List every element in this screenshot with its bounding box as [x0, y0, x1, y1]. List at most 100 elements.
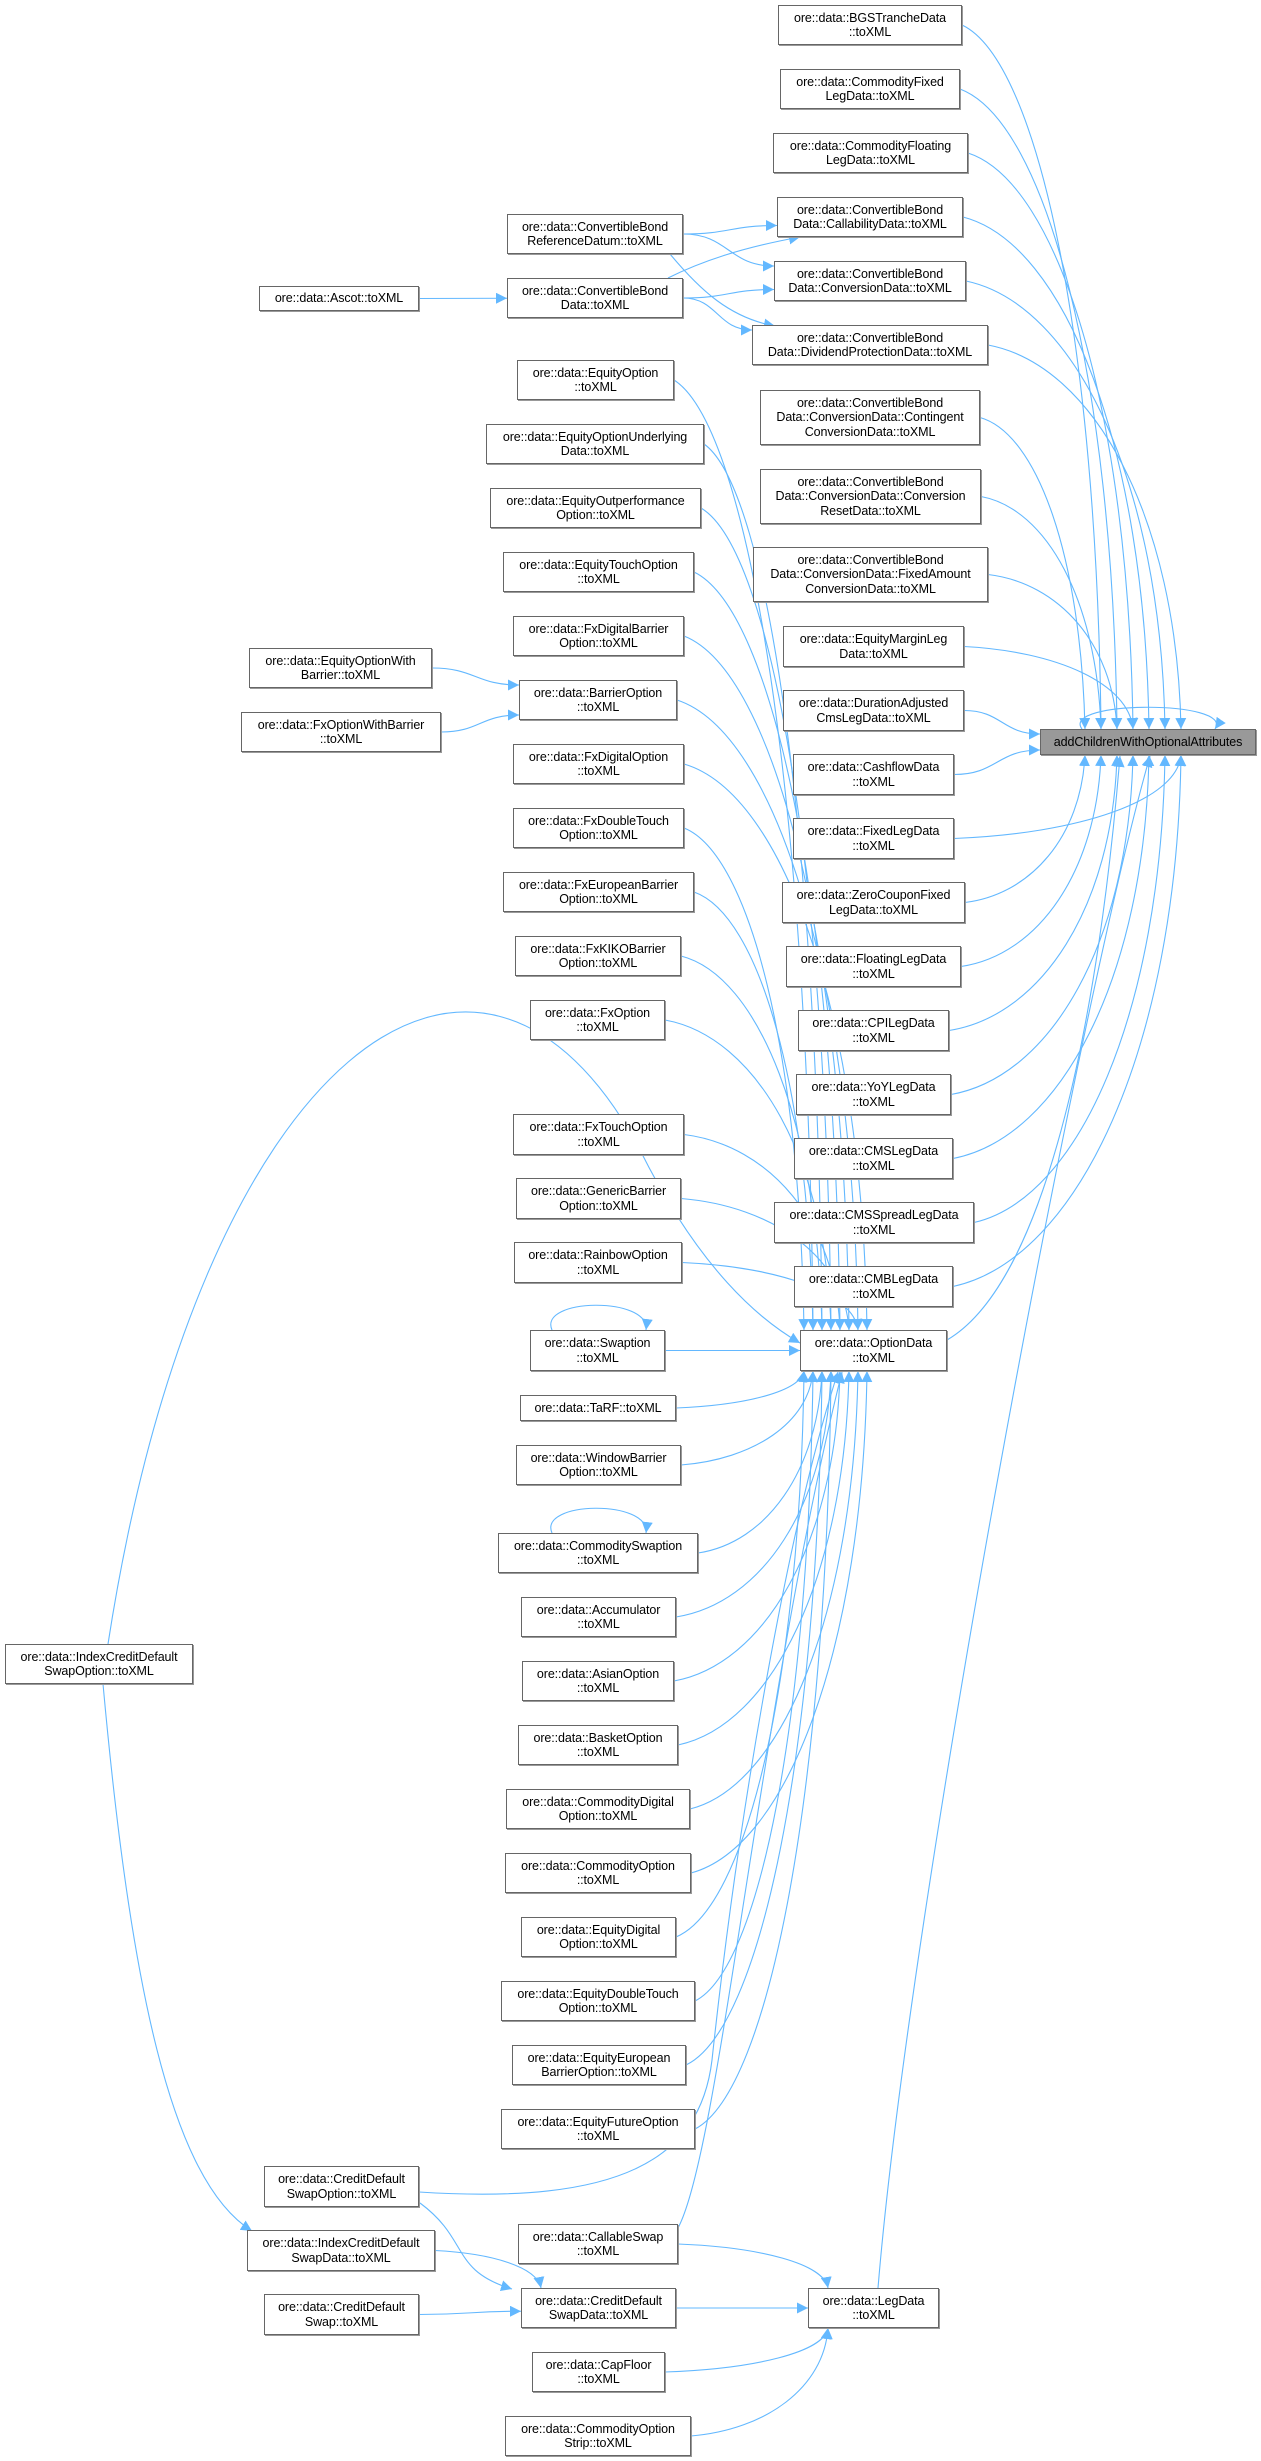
- caller-node-fxoptwb[interactable]: ore::data::FxOptionWithBarrier::toXML: [241, 712, 441, 752]
- call-edge-fixedleg-to-target: [953, 754, 1186, 840]
- node-label-line: addChildrenWithOptionalAttributes: [1053, 734, 1243, 749]
- node-label-line: ::toXML: [848, 25, 892, 39]
- caller-node-cswaption[interactable]: ore::data::CommoditySwaption::toXML: [498, 1533, 698, 1573]
- caller-node-coption[interactable]: ore::data::CommodityOption::toXML: [505, 1853, 691, 1893]
- call-edge-cswaption-to-optiondata: [697, 1370, 828, 1554]
- node-label-line: ore::data::CreditDefault: [278, 2300, 405, 2314]
- call-edge-icdsdata-to-cdsdata: [434, 2249, 545, 2289]
- caller-node-cmsspread[interactable]: ore::data::CMSSpreadLegData::toXML: [774, 1202, 974, 1243]
- caller-node-fixedleg[interactable]: ore::data::FixedLegData::toXML: [793, 818, 954, 859]
- caller-node-swaption[interactable]: ore::data::Swaption::toXML: [530, 1330, 665, 1371]
- caller-node-basket[interactable]: ore::data::BasketOption::toXML: [518, 1725, 678, 1765]
- node-label-line: ResetData::toXML: [820, 503, 921, 518]
- node-label-line: LegData::toXML: [825, 89, 915, 103]
- caller-node-eqtouch[interactable]: ore::data::EquityTouchOption::toXML: [503, 552, 694, 592]
- caller-node-callable[interactable]: ore::data::CallableSwap::toXML: [518, 2224, 678, 2264]
- node-label-line: ore::data::BasketOption: [533, 1730, 663, 1745]
- node-label-line: ::toXML: [852, 774, 895, 789]
- node-label-line: ore::data::AsianOption: [536, 1666, 660, 1681]
- caller-node-asian[interactable]: ore::data::AsianOption::toXML: [522, 1661, 674, 1701]
- call-edge-callable-to-optiondata: [677, 1371, 845, 2229]
- node-label-line: ore::data::EquityDoubleTouch: [517, 1986, 679, 2001]
- caller-node-cmsleg[interactable]: ore::data::CMSLegData::toXML: [794, 1138, 953, 1179]
- node-label-line: ore::data::CommodityDigital: [522, 1794, 674, 1809]
- node-label-line: ore::data::YoYLegData: [811, 1080, 936, 1094]
- node-label-line: ore::data::CreditDefault: [535, 2293, 662, 2308]
- caller-node-optiondata[interactable]: ore::data::OptionData::toXML: [800, 1330, 947, 1371]
- call-edge-eqoptwb-to-barrier: [431, 667, 520, 691]
- node-label-line: ::toXML: [576, 1262, 620, 1277]
- call-edge-fxopt-to-optiondata: [664, 1019, 837, 1331]
- caller-node-legdata[interactable]: ore::data::LegData::toXML: [808, 2288, 939, 2328]
- caller-node-cashflow[interactable]: ore::data::CashflowData::toXML: [793, 754, 954, 795]
- caller-node-fxdig[interactable]: ore::data::FxDigitalOption::toXML: [513, 744, 684, 784]
- call-edge-cashflow-to-target: [953, 744, 1041, 776]
- caller-node-capfloor[interactable]: ore::data::CapFloor::toXML: [532, 2352, 665, 2392]
- caller-node-accum[interactable]: ore::data::Accumulator::toXML: [521, 1597, 676, 1637]
- call-edge-eqdigital-to-optiondata: [675, 1370, 810, 1938]
- node-label-line: ore::data::FxDigitalBarrier: [528, 621, 669, 636]
- caller-node-ascot[interactable]: ore::data::Ascot::toXML: [259, 286, 419, 311]
- node-label-line: Swap::toXML: [304, 2314, 379, 2329]
- caller-node-yoyleg[interactable]: ore::data::YoYLegData::toXML: [796, 1074, 951, 1115]
- caller-node-cpileg[interactable]: ore::data::CPILegData::toXML: [798, 1010, 949, 1051]
- caller-node-fxtouch[interactable]: ore::data::FxTouchOption::toXML: [513, 1114, 684, 1155]
- caller-node-floatleg[interactable]: ore::data::FloatingLegData::toXML: [786, 946, 961, 987]
- node-label-line: BarrierOption::toXML: [541, 2065, 657, 2079]
- caller-node-fxopt[interactable]: ore::data::FxOption::toXML: [530, 1000, 665, 1040]
- caller-node-eqfut[interactable]: ore::data::EquityFutureOption::toXML: [501, 2109, 695, 2149]
- caller-node-cmbleg[interactable]: ore::data::CMBLegData::toXML: [794, 1266, 953, 1307]
- node-label-line: ore::data::CommodityOption: [521, 2421, 675, 2436]
- node-label-line: ore::data::Accumulator: [536, 1602, 661, 1617]
- caller-node-barrier[interactable]: ore::data::BarrierOption::toXML: [519, 680, 677, 720]
- caller-node-rainbow[interactable]: ore::data::RainbowOption::toXML: [514, 1242, 682, 1283]
- call-edge-cbcont-to-target: [979, 416, 1091, 730]
- call-edge-basket-to-optiondata: [677, 1370, 855, 1746]
- node-label-line: ore::data::CommodityOption: [521, 1858, 675, 1873]
- caller-node-bgs[interactable]: ore::data::BGSTrancheData::toXML: [778, 5, 962, 45]
- call-edge-capfloor-to-legdata: [664, 2327, 832, 2373]
- caller-node-tarf[interactable]: ore::data::TaRF::toXML: [520, 1395, 676, 1421]
- focus-node-target[interactable]: addChildrenWithOptionalAttributes: [1040, 729, 1256, 755]
- node-label-line: ::toXML: [852, 1350, 895, 1365]
- caller-node-eqopt[interactable]: ore::data::EquityOption::toXML: [517, 360, 674, 400]
- node-label-line: ore::data::Swaption: [544, 1336, 651, 1350]
- node-label-line: ::toXML: [576, 2129, 620, 2143]
- node-label-line: ore::data::GenericBarrier: [530, 1184, 667, 1198]
- node-label-line: Option::toXML: [559, 636, 638, 650]
- call-edge-cmbleg-to-target: [952, 754, 1187, 1288]
- call-edge-optiondata-to-target: [946, 755, 1125, 1341]
